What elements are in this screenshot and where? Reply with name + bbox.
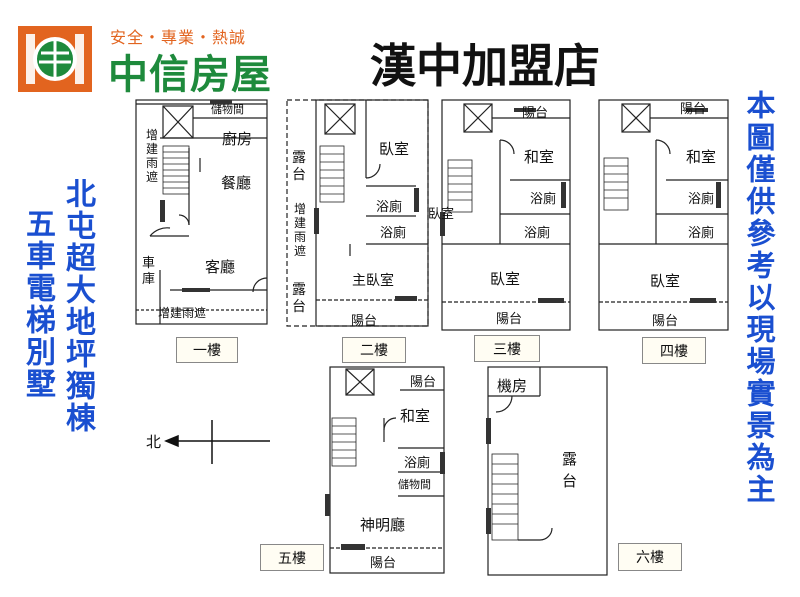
f3-room-balcony-top: 陽台: [522, 106, 549, 121]
disclaimer-vertical: 本圖僅供參考以現場實景為主: [742, 90, 776, 506]
logo-mark: [18, 26, 92, 92]
f3-room-balcony: 陽台: [496, 312, 523, 327]
f2-room-terrace: 露台: [292, 150, 306, 183]
f1-room-rain-shelter-bottom: 增建雨遮: [158, 306, 207, 320]
f3-room-bath1: 浴廁: [530, 192, 557, 207]
floor-label-4: 四樓: [642, 337, 706, 364]
left-slogan-line2: 五車電梯別墅: [20, 208, 55, 400]
f5-room-balcony: 陽台: [370, 556, 397, 571]
floor-label-5: 五樓: [260, 544, 324, 571]
f3-room-bath2: 浴廁: [524, 226, 551, 241]
f4-room-balcony-top: 陽台: [680, 102, 707, 117]
f6-room-machine: 機房: [497, 377, 528, 395]
store-title: 漢中加盟店: [370, 39, 600, 93]
f1-room-storage: 儲物間: [211, 103, 244, 116]
f3-room-bedroom: 臥室: [490, 270, 521, 288]
floor3-plan: [441, 99, 571, 331]
f4-room-japanese: 和室: [686, 148, 717, 166]
floor2-plan: [286, 99, 429, 327]
f6-room-terrace: 露台: [562, 450, 578, 490]
f3-room-bedroom-side: 臥室: [428, 207, 455, 222]
f5-room-shrine: 神明廳: [360, 516, 406, 534]
left-slogan-line1: 北屯超大地坪獨棟: [60, 178, 95, 434]
f4-room-balcony: 陽台: [652, 314, 679, 329]
f5-room-balcony-top: 陽台: [410, 375, 437, 390]
logo-name: 中信房屋: [108, 52, 272, 98]
f1-room-rain-shelter: 增建雨遮: [146, 128, 159, 184]
floor-label-6: 六樓: [618, 543, 682, 571]
f2-room-bath1: 浴廁: [376, 200, 403, 215]
f4-room-bath2: 浴廁: [688, 226, 715, 241]
f1-room-kitchen: 廚房: [222, 130, 253, 148]
f2-room-bedroom: 臥室: [379, 140, 410, 158]
f2-room-terrace2: 露台: [292, 282, 306, 315]
floor-label-1: 一樓: [176, 337, 238, 363]
floor6-plan: [487, 366, 608, 576]
f2-room-bath2: 浴廁: [380, 226, 407, 241]
f2-room-master: 主臥室: [352, 273, 394, 289]
f3-room-japanese: 和室: [524, 148, 555, 166]
north-label: 北: [146, 433, 162, 451]
f5-room-japanese: 和室: [400, 407, 431, 425]
floor4-plan: [598, 99, 729, 331]
f1-room-garage: 車庫: [142, 256, 156, 287]
f1-room-dining: 餐廳: [221, 174, 252, 192]
f4-room-bedroom: 臥室: [650, 272, 681, 290]
f2-room-rain-shelter: 增建雨遮: [294, 202, 307, 258]
f4-room-bath1: 浴廁: [688, 192, 715, 207]
floor-label-3: 三樓: [474, 335, 540, 362]
floor-label-2: 二樓: [342, 337, 406, 363]
floor1-plan: [135, 99, 268, 325]
logo-globe-icon: [26, 34, 84, 84]
north-arrow-icon: [164, 420, 270, 464]
f5-room-storage: 儲物間: [398, 478, 431, 491]
f1-room-living: 客廳: [205, 258, 236, 276]
f2-room-balcony: 陽台: [351, 314, 378, 329]
logo-tagline: 安全・專業・熱誠: [110, 28, 247, 47]
f5-room-bath: 浴廁: [404, 456, 431, 471]
